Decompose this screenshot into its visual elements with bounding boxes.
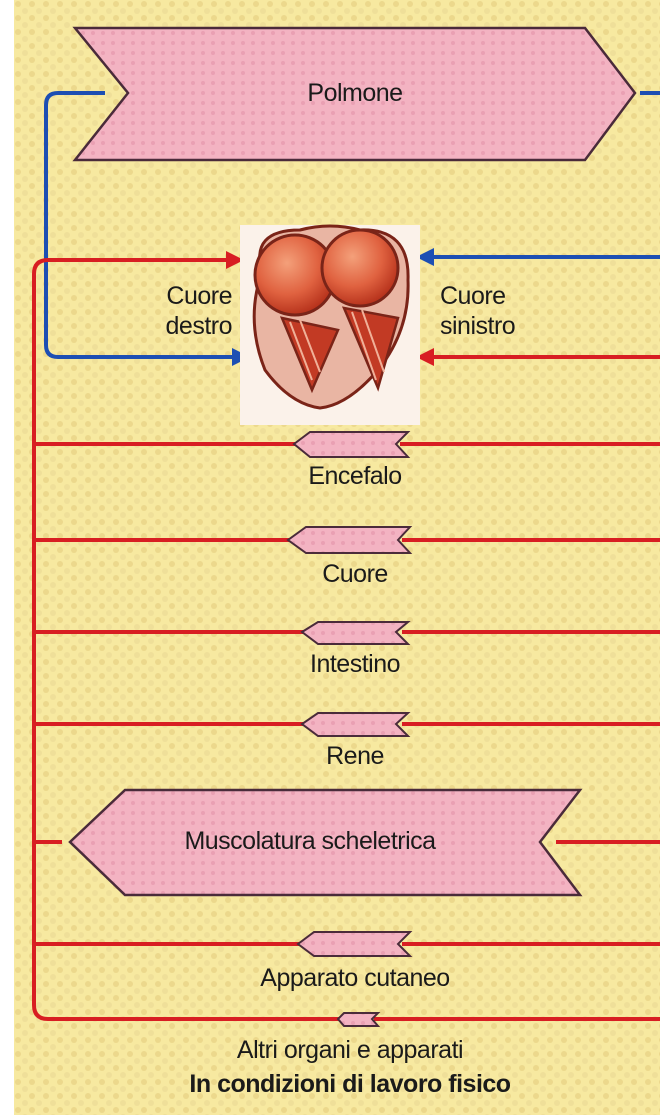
organ-label-muscolatura: Muscolatura scheletrica <box>184 827 435 856</box>
heart-illustration <box>240 225 420 425</box>
organ-label-encefalo: Encefalo <box>308 462 401 491</box>
intestino-tag <box>302 622 408 644</box>
diagram-caption: In condizioni di lavoro fisico <box>189 1070 510 1099</box>
heart-left-label-line2: sinistro <box>440 312 515 341</box>
encefalo-tag <box>294 432 408 457</box>
cutaneo-tag <box>298 932 410 956</box>
rene-tag <box>302 713 408 736</box>
polmone-label: Polmone <box>307 79 402 108</box>
cuore-tag <box>288 527 410 553</box>
organ-label-cutaneo: Apparato cutaneo <box>260 964 449 993</box>
organ-label-altri: Altri organi e apparati <box>237 1036 463 1065</box>
heart-right-label-line1: Cuore <box>160 282 232 311</box>
organ-label-intestino: Intestino <box>310 650 400 679</box>
heart-right-label-line2: destro <box>152 312 232 341</box>
organ-label-rene: Rene <box>326 742 384 771</box>
heart-left-label-line1: Cuore <box>440 282 506 311</box>
organ-label-cuore: Cuore <box>322 560 388 589</box>
altri-tag <box>338 1013 378 1026</box>
